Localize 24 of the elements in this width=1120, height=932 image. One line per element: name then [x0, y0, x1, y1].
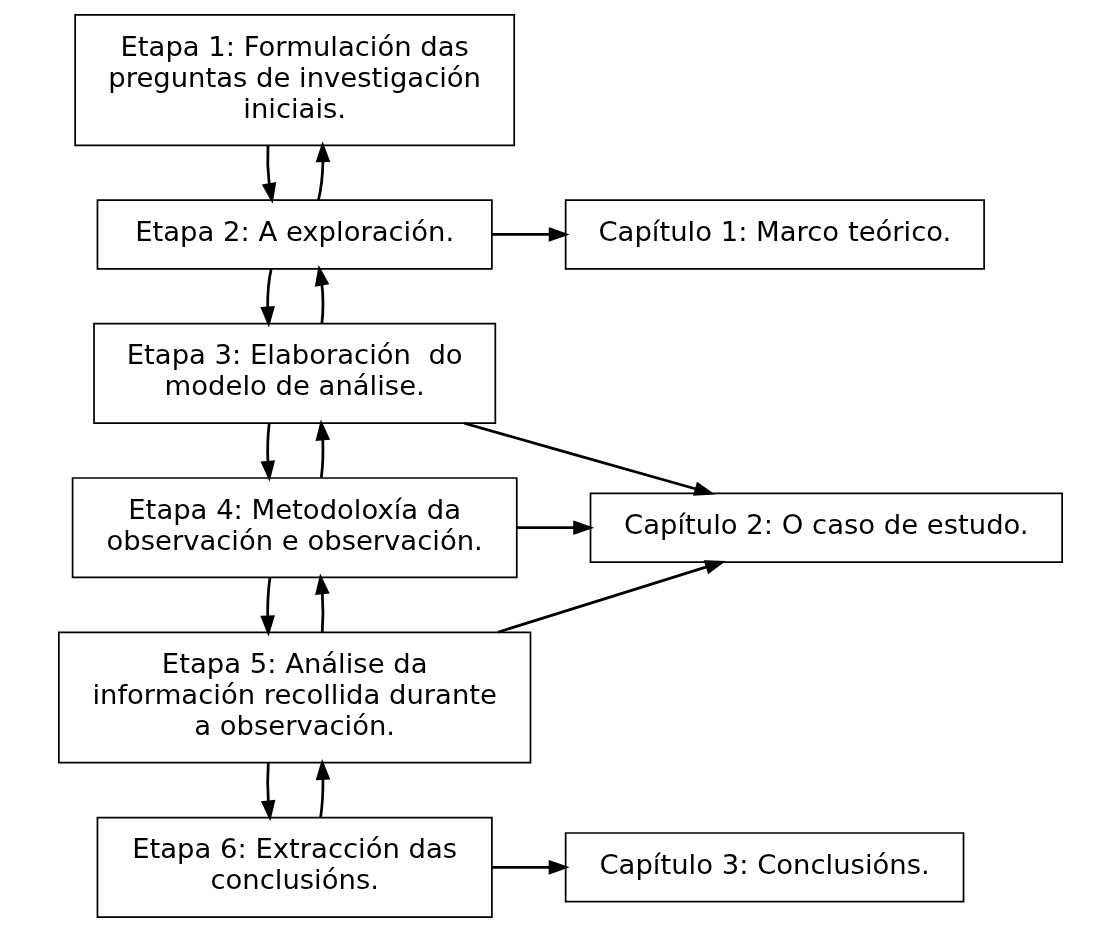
- arrow: [261, 145, 276, 204]
- arrow: [496, 560, 726, 634]
- node-box: Etapa 4: Metodoloxía da observación e observación.: [71, 477, 518, 579]
- arrow: [516, 520, 594, 536]
- arrow: [463, 421, 715, 496]
- arrow: [259, 268, 275, 328]
- node-box: Etapa 5: Análise da información recollida durante a observación.: [57, 631, 531, 764]
- arrow: [314, 573, 330, 633]
- arrow: [314, 419, 330, 478]
- arrow: [260, 423, 275, 482]
- node-box: Etapa 6: Extracción das conclusións.: [96, 816, 493, 918]
- node-box: Etapa 2: A exploración.: [96, 199, 493, 270]
- arrow: [491, 227, 570, 242]
- node-box: Etapa 3: Elaboración do modelo de análise.: [92, 322, 496, 424]
- node-box: Etapa 1: Formulación das preguntas de investigación iniciais.: [73, 14, 515, 147]
- arrow: [314, 264, 329, 324]
- node-box: Capítulo 1: Marco teórico.: [564, 199, 985, 270]
- node-box: Capítulo 3: Conclusións.: [564, 832, 964, 903]
- arrow: [260, 763, 275, 822]
- arrow: [259, 577, 275, 637]
- node-box: Capítulo 2: O caso de estudo.: [589, 492, 1063, 563]
- arrow: [491, 859, 570, 875]
- arrow: [315, 141, 330, 201]
- arrow: [315, 758, 330, 818]
